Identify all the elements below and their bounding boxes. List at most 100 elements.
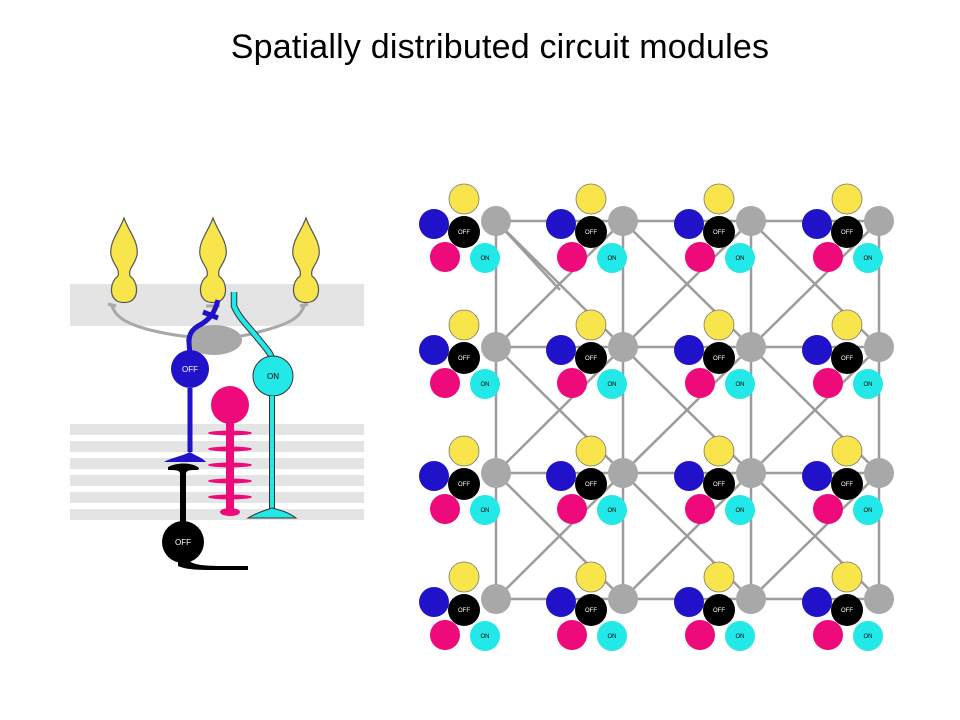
on-bipolar-node-label: ON [608, 508, 617, 514]
off-ganglion-label: OFF [175, 538, 191, 547]
off-ganglion-node [575, 216, 607, 248]
horizontal-cell-node [864, 206, 894, 236]
rod-bipolar-node [813, 242, 843, 272]
off-ganglion-node [703, 216, 735, 248]
photoreceptor-node [575, 435, 607, 467]
off-ganglion-node [448, 594, 480, 626]
horizontal-cell-node [608, 332, 638, 362]
horizontal-cell-node [864, 584, 894, 614]
off-bipolar-node [546, 335, 576, 365]
off-ganglion-node [703, 594, 735, 626]
ipl-stratum [70, 509, 364, 520]
off-ganglion-node [575, 468, 607, 500]
off-bipolar-node-label: OFF [555, 222, 567, 228]
off-bipolar-node-label: OFF [683, 600, 695, 606]
rod-bipolar-cell [208, 386, 252, 516]
off-bipolar-node-label: OFF [811, 474, 823, 480]
rod-bipolar-node [430, 620, 460, 650]
rod-bipolar-node [557, 494, 587, 524]
rod-bipolar-node [430, 494, 460, 524]
network-links [494, 219, 881, 601]
off-bipolar-node [802, 461, 832, 491]
rod-bipolar-node [557, 620, 587, 650]
on-bipolar-cell: ON [230, 292, 298, 519]
off-bipolar-node-label: OFF [428, 222, 440, 228]
on-bipolar-node-label: ON [864, 256, 873, 262]
off-ganglion-node [703, 468, 735, 500]
off-ganglion-node [831, 594, 863, 626]
on-bipolar-node-label: ON [736, 382, 745, 388]
on-bipolar-node [853, 495, 883, 525]
off-bipolar-node [419, 335, 449, 365]
photoreceptor-node [448, 561, 480, 593]
slide-title: Spatially distributed circuit modules [230, 28, 770, 66]
on-bipolar-node [470, 369, 500, 399]
photoreceptor-node [448, 435, 480, 467]
on-bipolar-node [853, 621, 883, 651]
off-bipolar-node [674, 335, 704, 365]
off-bipolar-node-label: OFF [555, 474, 567, 480]
off-bipolar-node [546, 209, 576, 239]
off-ganglion-node-label: OFF [585, 482, 597, 488]
horizontal-cell-node [608, 206, 638, 236]
off-ganglion-node-label: OFF [458, 230, 470, 236]
off-ganglion-node [448, 468, 480, 500]
off-ganglion-node-label: OFF [841, 482, 853, 488]
on-bipolar-node-label: ON [736, 256, 745, 262]
off-ganglion-node [831, 468, 863, 500]
on-bipolar-node [725, 243, 755, 273]
photoreceptor-node [575, 561, 607, 593]
horizontal-cell-node [736, 458, 766, 488]
photoreceptor-node [703, 435, 735, 467]
on-bipolar-node [470, 621, 500, 651]
rod-bipolar-node [685, 494, 715, 524]
photoreceptor-node [831, 309, 863, 341]
off-ganglion-node [575, 342, 607, 374]
off-ganglion-node-label: OFF [713, 356, 725, 362]
on-bipolar-node [853, 369, 883, 399]
horizontal-cell-node [481, 206, 511, 236]
off-ganglion-node-label: OFF [841, 230, 853, 236]
horizontal-cell-node [736, 584, 766, 614]
off-bipolar-node-label: OFF [683, 222, 695, 228]
off-ganglion-cell: OFF [162, 463, 248, 570]
on-bipolar-node-label: ON [736, 634, 745, 640]
off-bipolar-node [419, 587, 449, 617]
off-bipolar-node [546, 587, 576, 617]
off-ganglion-node-label: OFF [585, 230, 597, 236]
off-ganglion-node [575, 594, 607, 626]
on-bipolar-node-label: ON [864, 382, 873, 388]
off-bipolar-node [674, 461, 704, 491]
on-bipolar-node-label: ON [864, 508, 873, 514]
horizontal-cell-node [608, 458, 638, 488]
photoreceptor-node [703, 183, 735, 215]
off-ganglion-node-label: OFF [458, 608, 470, 614]
off-bipolar-node [802, 587, 832, 617]
off-bipolar-node [674, 209, 704, 239]
photoreceptor-node [448, 183, 480, 215]
ipl-stratum [70, 424, 364, 435]
horizontal-cell-node [608, 584, 638, 614]
photoreceptor-node [448, 309, 480, 341]
photoreceptor-node [703, 309, 735, 341]
off-ganglion-node-label: OFF [841, 356, 853, 362]
horizontal-cell-node [864, 332, 894, 362]
on-bipolar-node-label: ON [608, 634, 617, 640]
rod-bipolar-node [685, 242, 715, 272]
photoreceptor-node [703, 561, 735, 593]
off-bipolar-node-label: OFF [683, 348, 695, 354]
off-ganglion-node-label: OFF [458, 482, 470, 488]
off-bipolar-node [419, 461, 449, 491]
on-bipolar-node [853, 243, 883, 273]
on-bipolar-node [597, 621, 627, 651]
circuit-module-node: OFF ON OFF [674, 309, 766, 399]
off-ganglion-node [448, 342, 480, 374]
rod-bipolar-node [430, 368, 460, 398]
off-ganglion-node [831, 216, 863, 248]
